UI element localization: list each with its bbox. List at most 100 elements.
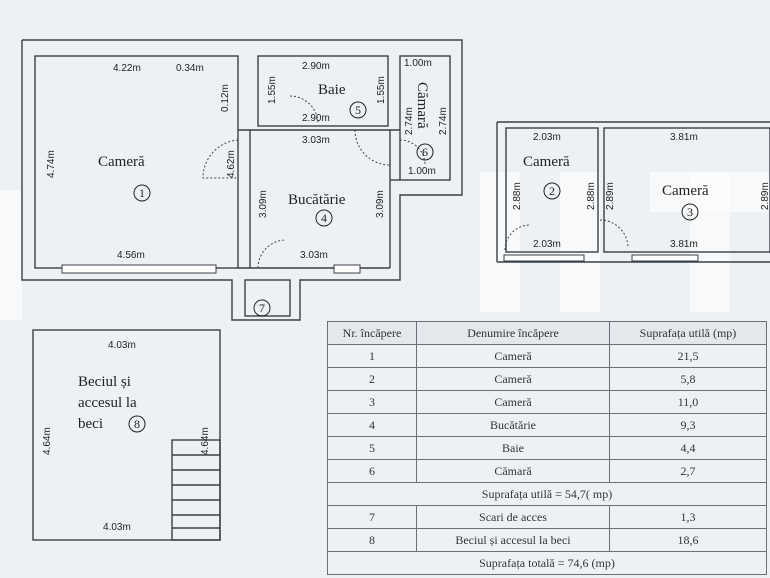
- table-row: 4 Bucătărie 9,3: [327, 413, 767, 437]
- dim-camera2-right: 2.88m: [586, 182, 597, 210]
- dim-camera1-left: 4.74m: [46, 150, 57, 178]
- room-number-8: 8: [134, 417, 140, 431]
- dim-camera1-bottom: 4.56m: [117, 250, 145, 261]
- dim-camera1-top2: 0.34m: [176, 63, 204, 74]
- dim-bucatarie-bottom: 3.03m: [300, 250, 328, 261]
- dim-camera3-left: 2.89m: [605, 182, 616, 210]
- cell-nr: 4: [327, 413, 417, 437]
- cell-nr: 3: [327, 390, 417, 414]
- column-header-area: Suprafața utilă (mp): [609, 321, 767, 345]
- dim-camera2-left: 2.88m: [512, 182, 523, 210]
- room-label-beci-line1: Beciul și: [78, 374, 131, 390]
- table-row: 6 Cămară 2,7: [327, 459, 767, 483]
- room-number-1: 1: [139, 186, 145, 200]
- dim-camara-left: 2.74m: [404, 107, 415, 135]
- room-number-circle-4: [315, 209, 333, 227]
- room-label-beci-line2: accesul la: [78, 395, 137, 411]
- room-number-circle-2: [543, 182, 561, 200]
- cell-nr: 1: [327, 344, 417, 368]
- cell-name: Bucătărie: [416, 413, 610, 437]
- room-label-camera-1: Cameră: [98, 154, 145, 170]
- dim-beci-right: 4.64m: [200, 427, 211, 455]
- dim-camera3-bottom: 3.81m: [670, 239, 698, 250]
- cell-name: Cameră: [416, 390, 610, 414]
- total-row: Suprafața totală = 74,6 (mp): [327, 551, 767, 575]
- dim-baie-right: 1.55m: [376, 76, 387, 104]
- table-row: 2 Cameră 5,8: [327, 367, 767, 391]
- room-number-circle-5: [349, 101, 367, 119]
- cell-nr: 2: [327, 367, 417, 391]
- cell-name: Beciul și accesul la beci: [416, 528, 610, 552]
- dim-bucatarie-top: 3.03m: [302, 135, 330, 146]
- dim-camera3-top: 3.81m: [670, 132, 698, 143]
- cell-name: Scari de acces: [416, 505, 610, 529]
- cell-area: 18,6: [609, 528, 767, 552]
- subtotal-cell: Suprafața utilă = 54,7( mp): [327, 482, 767, 506]
- room-number-6: 6: [422, 145, 428, 159]
- room-label-bucatarie: Bucătărie: [288, 192, 346, 208]
- table-row: 1 Cameră 21,5: [327, 344, 767, 368]
- dim-camera1-right: 4.62m: [226, 150, 237, 178]
- cell-nr: 5: [327, 436, 417, 460]
- room-label-camara: Cămară: [414, 82, 430, 129]
- cell-name: Baie: [416, 436, 610, 460]
- windows: [61, 254, 699, 274]
- house-walls: [21, 39, 463, 321]
- room-number-circle-3: [681, 203, 699, 221]
- dim-camara-right: 2.74m: [438, 107, 449, 135]
- room-label-beci-line3: beci: [78, 416, 103, 432]
- room-number-4: 4: [321, 211, 327, 225]
- column-header-name: Denumire încăpere: [416, 321, 610, 345]
- room-number-7: 7: [259, 301, 265, 315]
- room-number-3: 3: [687, 205, 693, 219]
- cell-area: 5,8: [609, 367, 767, 391]
- watermark: [0, 172, 770, 320]
- cell-area: 21,5: [609, 344, 767, 368]
- table-row: 8 Beciul și accesul la beci 18,6: [327, 528, 767, 552]
- dim-camara-bottom: 1.00m: [408, 166, 436, 177]
- room-label-baie: Baie: [318, 82, 346, 98]
- dim-camera3-right: 2.89m: [760, 182, 770, 210]
- dim-camera1-right-small: 0.12m: [220, 84, 231, 112]
- cell-nr: 8: [327, 528, 417, 552]
- cell-nr: 7: [327, 505, 417, 529]
- column-header-nr: Nr. încăpere: [327, 321, 417, 345]
- room-area-table: Nr. încăpere Denumire încăpere Suprafața…: [327, 321, 767, 575]
- dim-baie-bottom: 2.90m: [302, 113, 330, 124]
- room-number-circle-6: [416, 143, 434, 161]
- room-number-5: 5: [355, 103, 361, 117]
- cell-name: Cameră: [416, 367, 610, 391]
- dim-bucatarie-right: 3.09m: [375, 190, 386, 218]
- room-label-camera-3: Cameră: [662, 183, 709, 199]
- cellar-walls: [32, 329, 221, 541]
- room-number-circle-7: [253, 299, 271, 317]
- table-row: 5 Baie 4,4: [327, 436, 767, 460]
- room-label-camera-2: Cameră: [523, 154, 570, 170]
- subtotal-row: Suprafața utilă = 54,7( mp): [327, 482, 767, 506]
- cell-area: 2,7: [609, 459, 767, 483]
- dim-camera2-bottom: 2.03m: [533, 239, 561, 250]
- cell-nr: 6: [327, 459, 417, 483]
- room-number-circle-1: [133, 184, 151, 202]
- dim-beci-left: 4.64m: [42, 427, 53, 455]
- cell-area: 11,0: [609, 390, 767, 414]
- cell-area: 9,3: [609, 413, 767, 437]
- dim-beci-bottom: 4.03m: [103, 522, 131, 533]
- dim-bucatarie-left: 3.09m: [258, 190, 269, 218]
- table-row: 7 Scari de acces 1,3: [327, 505, 767, 529]
- room-number-2: 2: [549, 184, 555, 198]
- dim-baie-top: 2.90m: [302, 61, 330, 72]
- table-row: 3 Cameră 11,0: [327, 390, 767, 414]
- cell-area: 4,4: [609, 436, 767, 460]
- room-number-circle-8: [128, 415, 146, 433]
- cell-name: Cameră: [416, 344, 610, 368]
- cell-area: 1,3: [609, 505, 767, 529]
- dim-camera1-top: 4.22m: [113, 63, 141, 74]
- annex-walls: [496, 121, 770, 263]
- table-header-row: Nr. încăpere Denumire încăpere Suprafața…: [327, 321, 767, 345]
- dim-beci-top: 4.03m: [108, 340, 136, 351]
- dim-baie-left: 1.55m: [267, 76, 278, 104]
- dim-camara-top: 1.00m: [404, 58, 432, 69]
- total-cell: Suprafața totală = 74,6 (mp): [327, 551, 767, 575]
